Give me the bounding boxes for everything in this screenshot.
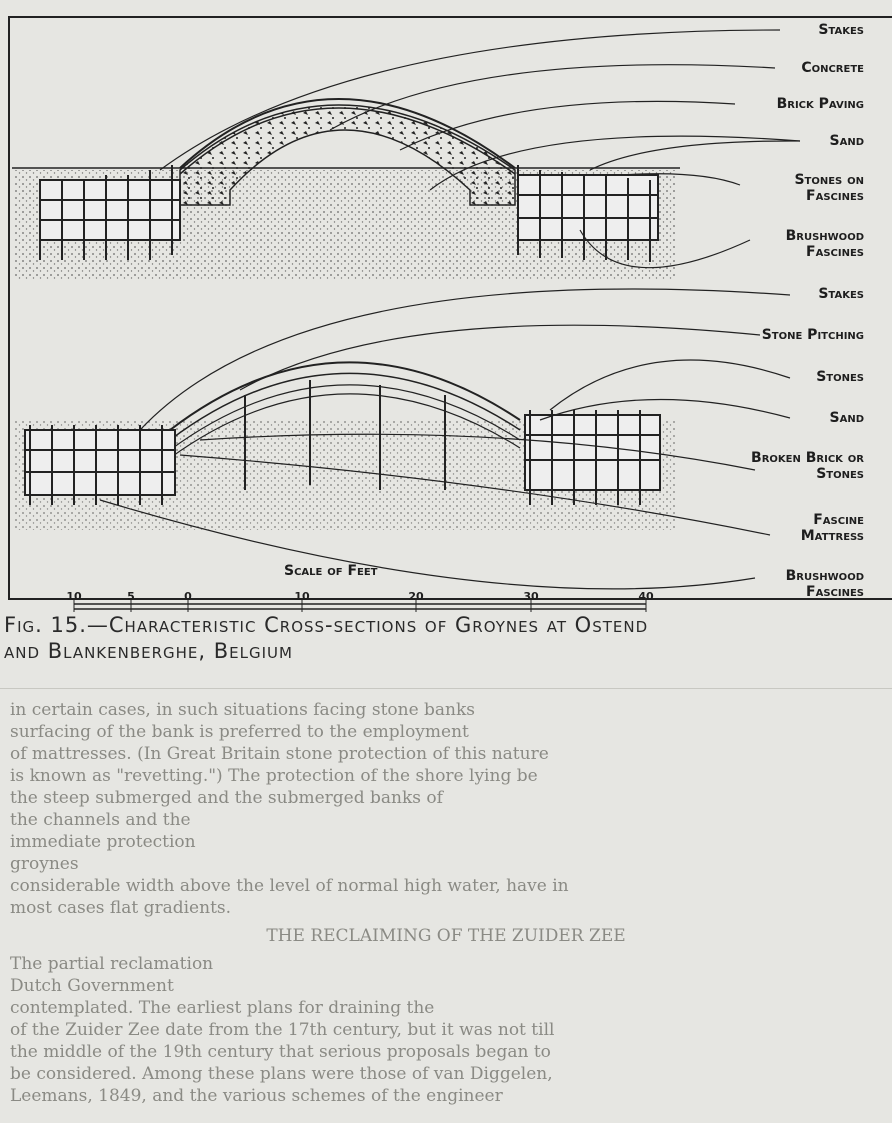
right-fascine-bundle	[517, 165, 659, 262]
label-stones: Stones	[816, 369, 864, 385]
bg-line: the steep submerged and the submerged ba…	[10, 788, 443, 808]
label-stone-pitching: Stone Pitching	[761, 327, 864, 343]
bleed-through-text: in certain cases, in such situations fac…	[0, 688, 892, 1123]
bg-line: most cases flat gradients.	[10, 898, 232, 918]
bg-line: The partial reclamation	[10, 954, 214, 974]
bg-line: surfacing of the bank is preferred to th…	[10, 722, 469, 742]
label-concrete: Concrete	[801, 60, 864, 76]
bg-line: immediate protection	[10, 832, 196, 852]
bg-line: Leemans, 1849, and the various schemes o…	[10, 1086, 503, 1106]
bg-line: is known as "revetting.") The protection…	[10, 766, 538, 786]
bg-line: of mattresses. (In Great Britain stone p…	[10, 744, 549, 764]
bg-line: of the Zuider Zee date from the 17th cen…	[10, 1020, 555, 1040]
bottom-section	[15, 288, 791, 590]
left-fascine-bundle	[39, 165, 181, 260]
scale-tick: 0	[184, 590, 192, 603]
label-sand: Sand	[829, 133, 865, 149]
label-broken-brick: Broken Brick or Stones	[751, 450, 864, 482]
label-brushwood-fascines: Brushwood Fascines	[785, 568, 864, 600]
leader-lines	[159, 29, 801, 269]
scale-tick: 5	[127, 590, 135, 603]
scale-tick: 20	[408, 590, 424, 603]
bg-line: be considered. Among these plans were th…	[10, 1064, 553, 1084]
bg-line: groynes	[10, 854, 79, 874]
label-stakes: Stakes	[818, 286, 864, 302]
top-section	[12, 29, 801, 280]
scale-tick: 10	[66, 590, 82, 603]
bg-heading: THE RECLAIMING OF THE ZUIDER ZEE	[266, 926, 626, 946]
label-sand: Sand	[829, 410, 865, 426]
scale-tick: 10	[294, 590, 310, 603]
bg-line: considerable width above the level of no…	[10, 876, 569, 896]
figure-caption: Fig. 15.—Characteristic Cross-sections o…	[4, 612, 648, 664]
bg-line: the channels and the	[10, 810, 191, 830]
figure: Stakes Concrete Brick Paving Sand Stones…	[4, 16, 892, 664]
bg-line: the middle of the 19th century that seri…	[10, 1042, 551, 1062]
bg-line: in certain cases, in such situations fac…	[10, 700, 476, 720]
scale-bar	[73, 598, 647, 612]
bg-line: Dutch Government	[10, 976, 174, 996]
scale-title: Scale of Feet	[284, 563, 378, 579]
scale-tick: 40	[638, 590, 654, 603]
figure-frame	[8, 16, 892, 600]
label-stakes: Stakes	[818, 22, 864, 38]
groyne-cross-section-diagram	[12, 29, 801, 612]
bg-line: contemplated. The earliest plans for dra…	[10, 998, 435, 1018]
label-brushwood-fascines: Brushwood Fascines	[785, 228, 864, 260]
scale-tick: 30	[523, 590, 539, 603]
label-stones-on-fascines: Stones on Fascines	[794, 172, 864, 204]
label-brick-paving: Brick Paving	[776, 96, 864, 112]
label-fascine-mattress: Fascine Mattress	[800, 512, 864, 544]
caption-line-2: and Blankenberghe, Belgium	[4, 639, 293, 663]
caption-line-1: Fig. 15.—Characteristic Cross-sections o…	[4, 613, 649, 637]
